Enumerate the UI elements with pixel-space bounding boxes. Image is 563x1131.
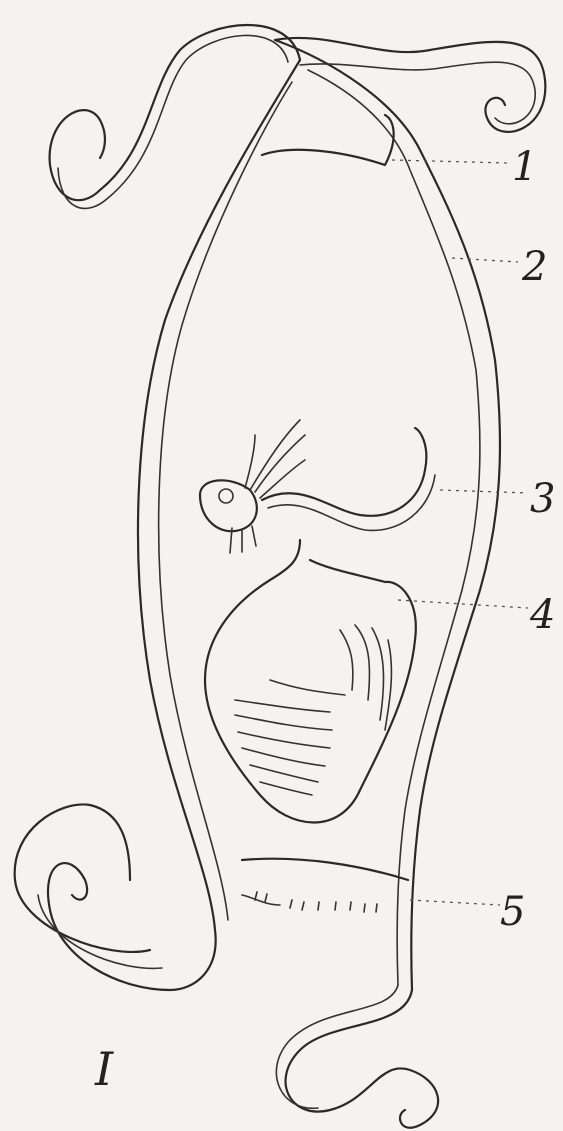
bottom-left-tendril [15,804,170,990]
leader-lines [392,160,528,905]
bottom-tendril [276,985,438,1128]
top-inner-cap [262,115,394,165]
embryo-stalk-inner [268,475,435,530]
callout-label-2: 2 [521,244,547,290]
callout-label-3: 3 [530,476,555,522]
yolk-sac [205,540,416,823]
top-left-tendril [50,25,300,208]
callout-label-1: 1 [512,144,537,190]
callout-label-4: 4 [529,592,555,638]
leader-4 [398,600,528,608]
outer-capsule-wall [138,40,500,990]
embryo-head [200,420,305,553]
figure-label: I [94,1042,114,1096]
leader-2 [452,258,518,262]
bottom-partition [242,859,408,912]
leader-3 [440,490,528,493]
leader-1 [392,160,508,163]
leader-5 [410,900,500,905]
embryo-stalk [262,428,426,516]
callout-label-5: 5 [500,889,525,935]
top-right-tendril [275,38,545,132]
